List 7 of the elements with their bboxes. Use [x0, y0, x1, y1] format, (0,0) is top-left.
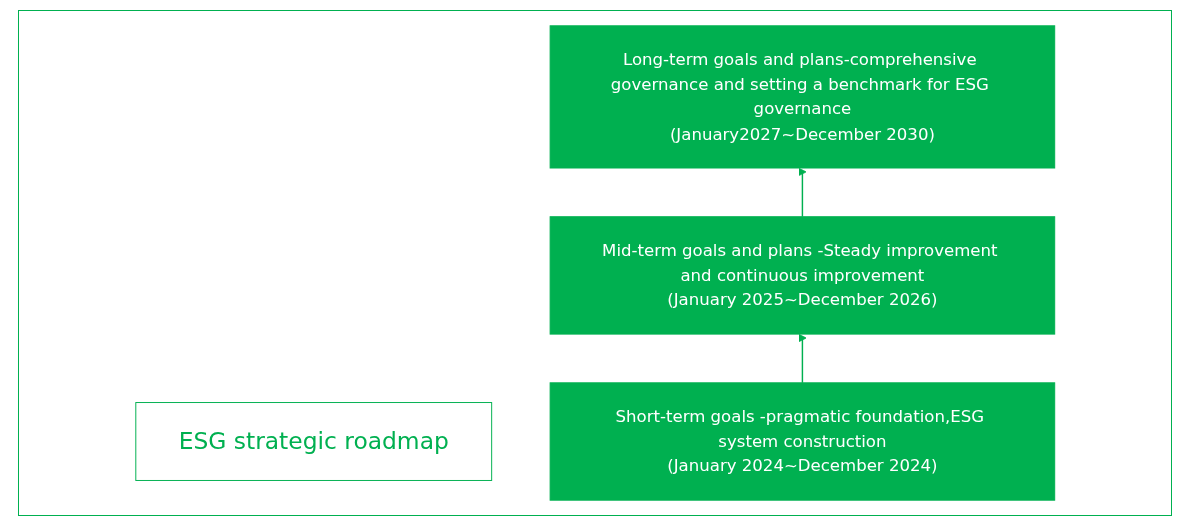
node-box	[549, 25, 1055, 169]
diagram-frame: ESG strategic roadmap Long-term goals and plans-comprehensive governance and setting a benchmark for ESG governance (January2027~December 2030) Mid-term goals and plans -Steady improvement and continuous improvement (January 2025~December 2026) Short-term goals -pragmatic foundation,ESG system construction (January 2024~December 2024)	[18, 10, 1172, 516]
node-box	[549, 216, 1055, 335]
arrow	[797, 167, 807, 218]
node-box	[549, 382, 1055, 501]
arrow	[797, 333, 807, 384]
node-box	[135, 402, 492, 481]
